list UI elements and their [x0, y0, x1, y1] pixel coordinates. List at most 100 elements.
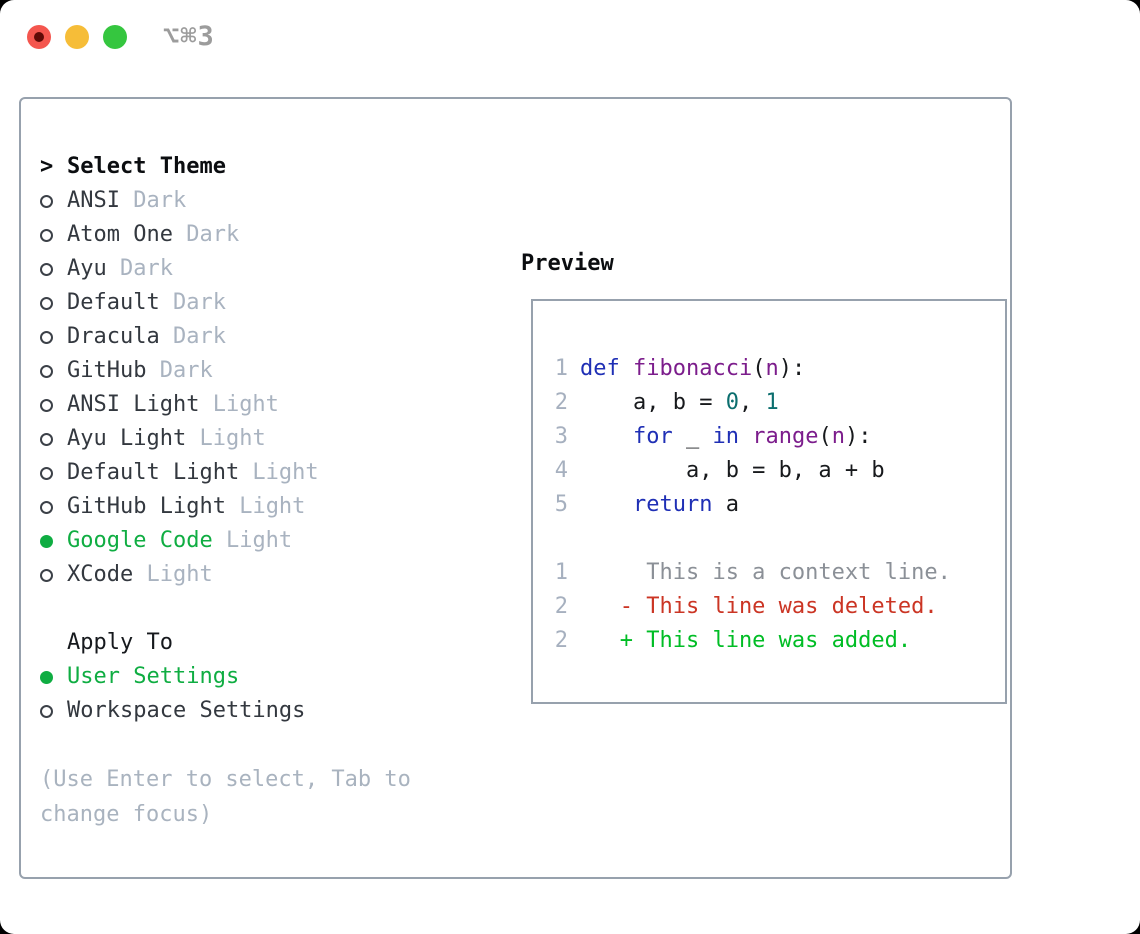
code-token: n — [831, 424, 845, 449]
code-token — [739, 420, 752, 454]
radio-circle — [40, 296, 53, 310]
code-token: in — [712, 424, 739, 449]
preview-heading: Preview — [521, 251, 614, 276]
theme-option[interactable]: XCode Light — [40, 558, 411, 592]
theme-option[interactable]: Ayu Dark — [40, 252, 411, 286]
theme-variant-label: Dark — [146, 358, 213, 383]
radio-circle — [40, 568, 53, 582]
code-token: fibonacci — [633, 356, 753, 381]
theme-option[interactable]: Default Light Light — [40, 456, 411, 490]
radio-unselected-icon — [40, 398, 67, 412]
code-line: 3 for _ in range(n): — [554, 420, 951, 454]
code-token: ( — [818, 424, 832, 449]
code-token: 1 — [765, 390, 779, 415]
select-theme-header: >Select Theme — [40, 150, 411, 184]
code-token — [580, 420, 633, 454]
theme-option[interactable]: GitHub Light Light — [40, 490, 411, 524]
hint-line: change focus) — [40, 802, 213, 827]
code-token: 0 — [725, 390, 739, 415]
diff-text: This is a context line. — [580, 560, 951, 585]
minimize-button[interactable] — [65, 25, 89, 49]
radio-circle — [40, 364, 53, 378]
line-number: 3 — [554, 424, 568, 449]
code-token — [580, 488, 633, 522]
line-number: 2 — [554, 390, 568, 415]
theme-variant-label: Dark — [172, 222, 240, 247]
diff-line: 2 - This line was deleted. — [554, 590, 951, 624]
radio-circle — [40, 466, 53, 480]
hint-line: (Use Enter to select, Tab to — [40, 767, 411, 792]
spacer — [40, 592, 411, 626]
radio-unselected-icon — [40, 262, 67, 276]
code-token: ): — [844, 424, 872, 449]
option-label: Default Light — [67, 460, 240, 485]
code-token: a, b = b, a + b — [580, 458, 885, 483]
theme-option[interactable]: Ayu Light Light — [40, 422, 411, 456]
theme-variant-label: Light — [186, 426, 266, 451]
close-button[interactable] — [27, 25, 51, 49]
apply-to-option[interactable]: User Settings — [40, 660, 411, 694]
code-token: range — [752, 424, 819, 449]
radio-circle — [40, 262, 53, 276]
spacer — [40, 728, 411, 762]
theme-option[interactable]: Atom One Dark — [40, 218, 411, 252]
line-number: 2 — [554, 594, 568, 619]
radio-unselected-icon — [40, 364, 67, 378]
radio-selected-icon — [40, 534, 67, 548]
option-label: ANSI Light — [67, 392, 200, 417]
theme-variant-label: Light — [212, 528, 293, 553]
theme-variant-label: Dark — [159, 324, 226, 349]
radio-unselected-icon — [40, 296, 67, 310]
diff-text: - This line was deleted. — [580, 594, 938, 619]
line-number — [554, 522, 568, 556]
radio-unselected-icon — [40, 432, 67, 446]
code-token: ( — [752, 356, 766, 381]
theme-variant-label: Light — [133, 562, 213, 587]
option-label: Google Code — [67, 528, 213, 553]
maximize-button[interactable] — [103, 25, 127, 49]
diff-line: 2 + This line was added. — [554, 624, 951, 658]
radio-selected-icon — [40, 670, 67, 684]
theme-option[interactable]: ANSI Dark — [40, 184, 411, 218]
code-line: 5 return a — [554, 488, 951, 522]
line-number: 5 — [554, 492, 568, 517]
radio-circle — [40, 330, 53, 344]
focus-marker: > — [40, 154, 54, 179]
code-token — [620, 352, 633, 386]
radio-circle — [40, 704, 53, 718]
apply-to-label: Apply To — [67, 630, 173, 655]
option-label: Dracula — [67, 324, 160, 349]
line-number: 2 — [554, 628, 568, 653]
radio-circle — [40, 670, 53, 684]
theme-option[interactable]: Default Dark — [40, 286, 411, 320]
code-token: n — [765, 356, 779, 381]
radio-unselected-icon — [40, 704, 67, 718]
line-number: 4 — [554, 458, 568, 483]
code-line — [554, 522, 951, 556]
diff-text: + This line was added. — [580, 628, 912, 653]
theme-option[interactable]: Google Code Light — [40, 524, 411, 558]
theme-option[interactable]: GitHub Dark — [40, 354, 411, 388]
code-token: a, b = — [580, 390, 726, 415]
theme-variant-label: Dark — [106, 256, 173, 281]
line-number: 1 — [554, 560, 568, 585]
code-line: 2 a, b = 0, 1 — [554, 386, 951, 420]
window-title-shortcut: ⌥⌘3 — [163, 21, 215, 52]
option-label: GitHub Light — [67, 494, 226, 519]
apply-to-header: Apply To — [40, 626, 411, 660]
theme-variant-label: Dark — [119, 188, 187, 213]
radio-circle — [40, 432, 53, 446]
theme-option[interactable]: ANSI Light Light — [40, 388, 411, 422]
apply-to-option[interactable]: Workspace Settings — [40, 694, 411, 728]
option-label: User Settings — [67, 664, 240, 689]
theme-option[interactable]: Dracula Dark — [40, 320, 411, 354]
theme-variant-label: Light — [225, 494, 306, 519]
option-label: Workspace Settings — [67, 698, 306, 723]
code-line: 4 a, b = b, a + b — [554, 454, 951, 488]
radio-unselected-icon — [40, 228, 67, 242]
